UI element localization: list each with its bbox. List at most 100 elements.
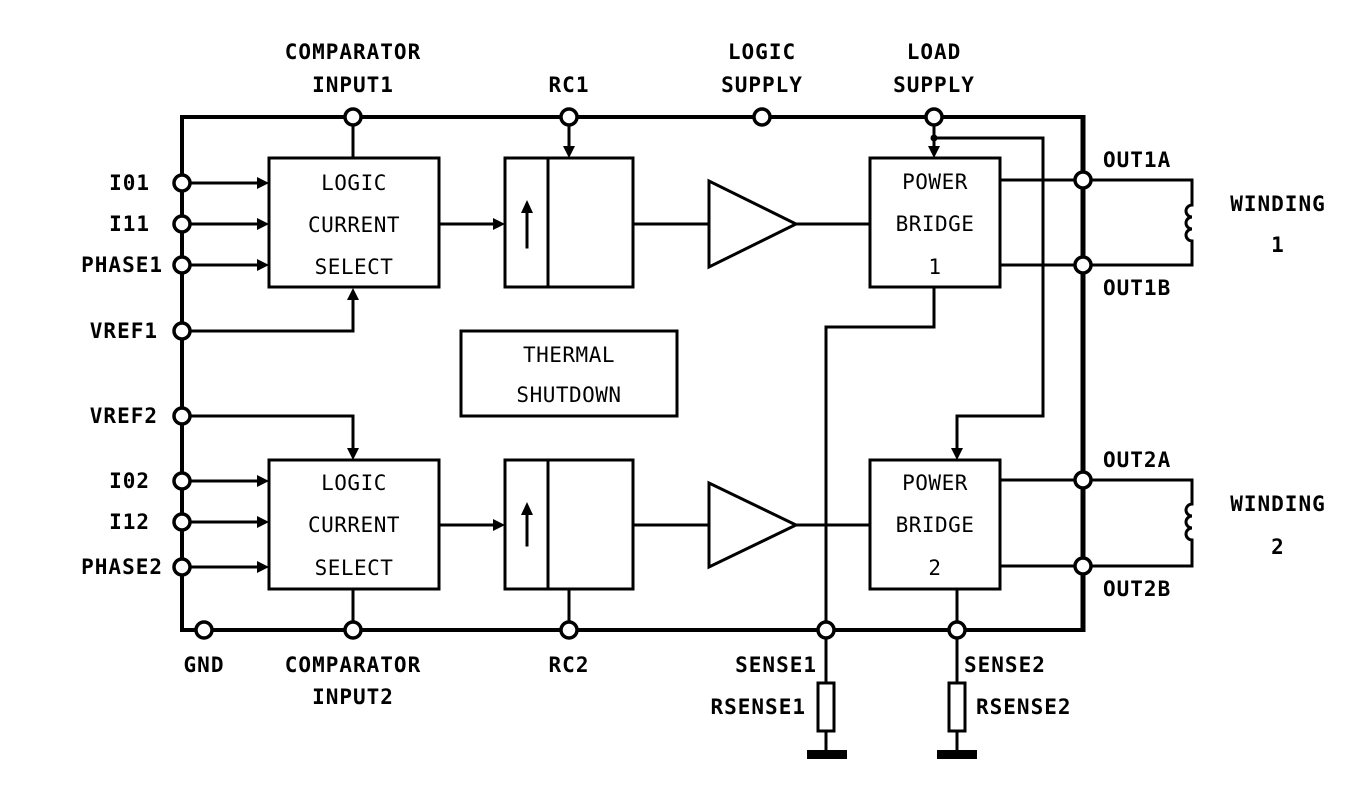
pin-out1a [1073,170,1093,190]
label-comparator-input1-line1: COMPARATOR [285,40,421,64]
arrow-phase1 [257,259,269,271]
label-vref2: VREF2 [90,404,158,428]
label-logic-supply-line2: SUPPLY [721,73,803,97]
pin-phase2 [172,557,192,577]
label-rsense1: RSENSE1 [710,695,806,719]
wire-vref2 [188,414,355,454]
wire-winding2-bottom [1089,543,1194,568]
pin-sense1 [816,620,836,640]
logic1-text-line2: CURRENT [308,213,400,237]
pin-sense2 [947,620,967,640]
up-arrow-icon [521,502,533,515]
pin-i12 [172,512,192,532]
arrow-load-bridge2 [951,448,963,460]
arrow-vref1 [347,288,359,300]
label-winding2-line2: 2 [1271,535,1285,559]
logic1-text-line3: SELECT [315,255,394,279]
arrow-i11 [257,218,269,230]
bridge2-text-line2: BRIDGE [896,513,975,537]
power-bridge-2 [868,458,1002,591]
arrow-rc1 [563,146,575,158]
bridge1-text-line2: BRIDGE [896,212,975,236]
arrow-i02 [257,475,269,487]
rsense1-resistor [816,681,836,733]
label-i01: I01 [109,171,150,195]
logic2-text-line1: LOGIC [321,471,387,495]
bridge2-text-line1: POWER [902,471,968,495]
pin-load-supply [924,107,944,127]
label-i12: I12 [109,510,150,534]
winding2-coil [1184,502,1194,547]
label-load-supply-line2: SUPPLY [893,73,975,97]
label-out1b: OUT1B [1103,276,1171,300]
arrow-timer1-in [493,218,505,230]
thermal-text-line1: THERMAL [523,343,615,367]
arrow-load-bridge1 [928,146,940,158]
label-comparator-input1-line2: INPUT1 [312,73,394,97]
label-comparator-input2-line2: INPUT2 [312,685,394,709]
ground-symbol-2 [937,750,977,759]
pin-gnd [194,620,214,640]
power-bridge-1 [868,156,1002,289]
ground-symbol-1 [807,750,847,759]
up-arrow-icon [521,200,533,213]
logic-current-select-1 [267,156,441,289]
label-i11: I11 [109,212,150,236]
arrow-timer2-in [493,519,505,531]
thermal-shutdown [459,329,679,418]
pin-out1b [1073,255,1093,275]
wire-load-supply-bridge2 [932,136,1045,454]
label-phase1: PHASE1 [81,253,163,277]
wire-winding2-top [1089,478,1194,506]
bridge1-text-line1: POWER [902,170,968,194]
pin-i11 [172,214,192,234]
label-sense1: SENSE1 [735,653,817,677]
label-phase2: PHASE2 [81,555,163,579]
arrow-i12 [257,516,269,528]
label-i02: I02 [109,469,150,493]
pin-comparator-input1 [343,107,363,127]
label-rsense2: RSENSE2 [976,695,1072,719]
arrow-i01 [257,177,269,189]
amplifier-2 [707,480,800,570]
pin-i02 [172,471,192,491]
pin-logic-supply [752,107,772,127]
label-sense2: SENSE2 [964,653,1046,677]
thermal-text-line2: SHUTDOWN [516,383,621,407]
logic2-text-line3: SELECT [315,556,394,580]
label-winding1-line1: WINDING [1230,192,1326,216]
bridge2-text-line3: 2 [928,556,941,580]
label-rc1: RC1 [549,73,590,97]
label-rc2: RC2 [549,653,590,677]
rsense2-resistor [947,681,967,733]
wire-winding1-bottom [1089,244,1194,267]
pin-rc2 [559,620,579,640]
label-gnd: GND [184,653,225,677]
bridge1-text-line3: 1 [928,255,941,279]
wire-bridge1-to-sense1 [824,285,936,624]
winding1-coil [1184,203,1194,248]
pin-vref2 [172,406,192,426]
pin-phase1 [172,255,192,275]
label-out2b: OUT2B [1103,577,1171,601]
label-out1a: OUT1A [1103,148,1171,172]
pin-i01 [172,173,192,193]
pin-vref1 [172,321,192,341]
label-out2a: OUT2A [1103,448,1171,472]
pin-rc1 [559,107,579,127]
timer-block-2 [503,458,635,591]
arrow-vref2 [347,448,359,460]
label-comparator-input2-line1: COMPARATOR [285,653,421,677]
pin-out2b [1073,556,1093,576]
pin-out2a [1073,470,1093,490]
label-winding2-line1: WINDING [1230,492,1326,516]
label-vref1: VREF1 [90,319,158,343]
label-winding1-line2: 1 [1271,233,1285,257]
label-load-supply-line1: LOAD [907,40,962,64]
logic-current-select-2 [267,458,441,591]
logic1-text-line1: LOGIC [321,171,387,195]
amplifier-1 [707,178,800,270]
arrow-phase2 [257,561,269,573]
label-logic-supply-line1: LOGIC [728,40,796,64]
